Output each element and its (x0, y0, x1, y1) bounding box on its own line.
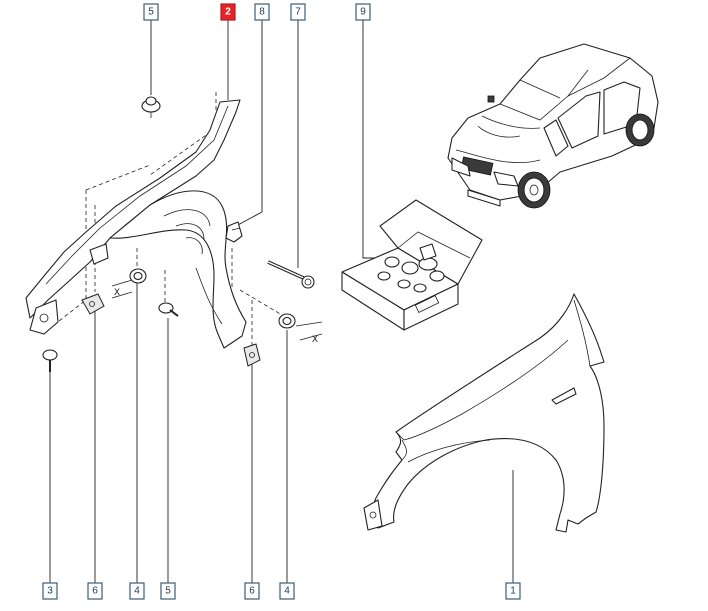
callout-c3[interactable]: 3 (42, 582, 58, 600)
callout-box[interactable] (254, 3, 270, 21)
callout-c4a[interactable]: 4 (129, 582, 145, 600)
x-marker-left: X (111, 279, 133, 299)
callout-c7[interactable]: 7 (290, 3, 306, 21)
callout-box[interactable] (129, 582, 145, 600)
callout-box[interactable] (87, 582, 103, 600)
callout-c1[interactable]: 1 (505, 582, 521, 600)
nut-6-right (243, 343, 261, 367)
clip-8 (225, 221, 243, 243)
callout-box[interactable] (290, 3, 306, 21)
callout-c5top[interactable]: 5 (143, 3, 159, 21)
callout-c6a[interactable]: 6 (87, 582, 103, 600)
callout-c6b[interactable]: 6 (244, 582, 260, 600)
callout-c9[interactable]: 9 (355, 3, 371, 21)
callout-box[interactable] (244, 582, 260, 600)
fender-liner-part (25, 99, 247, 349)
callout-box[interactable] (355, 3, 371, 21)
leader-lines (49, 20, 514, 583)
screw-5-bottom (158, 302, 179, 317)
x-marker-right: X (295, 321, 323, 345)
fastener-5-top (141, 96, 161, 118)
callout-box[interactable] (279, 582, 295, 600)
callout-c2[interactable]: 2 (220, 3, 236, 21)
nut-4-left (129, 268, 147, 284)
callout-box[interactable] (42, 582, 58, 600)
screw-3 (42, 349, 58, 372)
svg-text:X: X (114, 288, 120, 298)
callout-c5b[interactable]: 5 (160, 582, 176, 600)
repair-kit-box (341, 199, 483, 331)
callout-box[interactable] (220, 3, 236, 21)
bolt-7 (267, 260, 315, 289)
svg-text:X: X (312, 335, 318, 345)
callout-box[interactable] (160, 582, 176, 600)
callout-box[interactable] (505, 582, 521, 600)
fender-part (363, 293, 605, 533)
callout-box[interactable] (143, 3, 159, 21)
callout-c4b[interactable]: 4 (279, 582, 295, 600)
nut-6-left (81, 293, 105, 315)
car-illustration (447, 43, 659, 209)
nut-4-right (278, 313, 296, 329)
callout-c8[interactable]: 8 (254, 3, 270, 21)
